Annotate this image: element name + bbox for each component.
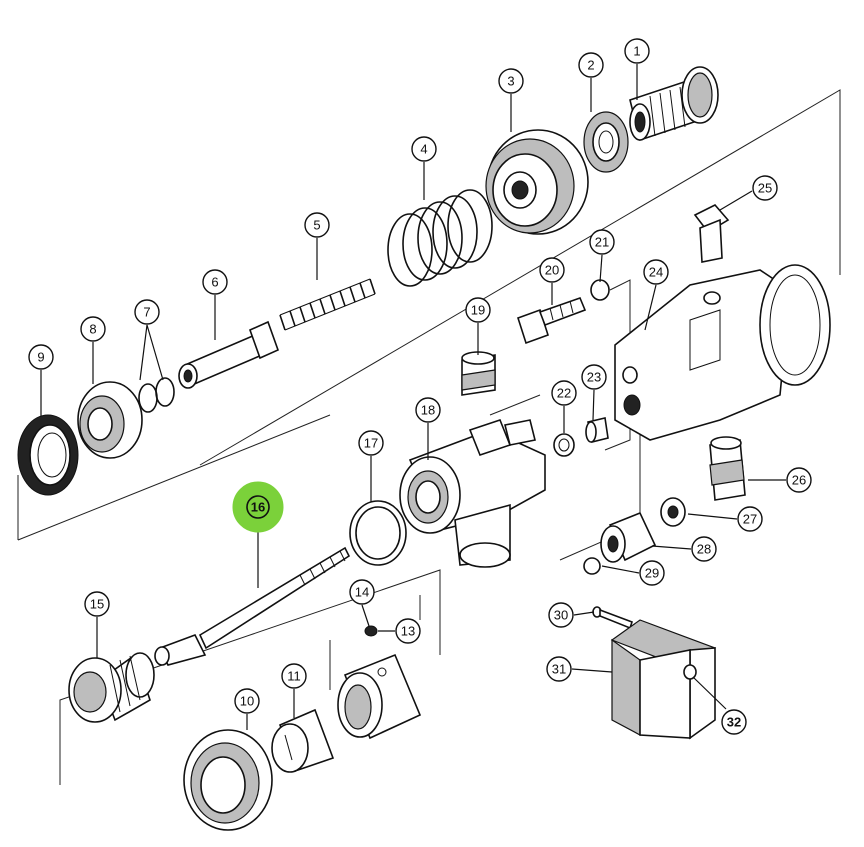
callout-8: 8 <box>80 316 106 342</box>
callout-label: 8 <box>89 322 96 337</box>
part-26-fitting <box>709 436 746 501</box>
callout-29: 29 <box>639 560 665 586</box>
callout-18: 18 <box>415 397 441 423</box>
callout-label: 22 <box>557 386 571 401</box>
callout-label: 3 <box>507 74 514 89</box>
part-7-o-rings <box>138 377 175 413</box>
callout-label: 1 <box>633 44 640 59</box>
part-11-bushing <box>271 708 335 773</box>
part-17-gasket <box>349 500 407 566</box>
callout-16-highlighted: 16 <box>232 481 284 533</box>
callout-32: 32 <box>721 709 747 735</box>
callout-label: 25 <box>758 181 772 196</box>
part-31-bracket <box>610 619 717 740</box>
callout-3: 3 <box>498 68 524 94</box>
part-10-cap-nut <box>183 729 273 831</box>
part-24-head <box>614 264 831 441</box>
callout-22: 22 <box>551 380 577 406</box>
part-1-knurled-fitting <box>629 66 719 142</box>
part-3-knurled-cap <box>485 129 589 235</box>
callout-21: 21 <box>589 229 615 255</box>
part-29-o-ring <box>583 557 601 575</box>
callout-label: 30 <box>554 608 568 623</box>
callout-label: 9 <box>37 350 44 365</box>
callout-label: 24 <box>649 265 663 280</box>
part-14-sleeve <box>337 653 422 740</box>
part-30-screw <box>592 606 634 630</box>
part-25-bolt <box>693 204 730 263</box>
callout-23: 23 <box>581 364 607 390</box>
part-28-adapter <box>600 511 657 563</box>
callout-7: 7 <box>134 299 160 325</box>
callout-label: 31 <box>552 662 566 677</box>
callout-6: 6 <box>202 269 228 295</box>
part-15-valve-assembly <box>68 652 155 723</box>
part-27-nut <box>660 497 686 527</box>
callout-label: 15 <box>90 597 104 612</box>
callout-label: 23 <box>587 370 601 385</box>
callout-17: 17 <box>358 430 384 456</box>
callout-28: 28 <box>691 536 717 562</box>
callout-label: 14 <box>355 585 369 600</box>
callout-19: 19 <box>465 297 491 323</box>
part-8-seat <box>77 381 143 459</box>
part-4-large-spring <box>387 189 493 287</box>
part-5-small-spring <box>279 278 376 331</box>
callout-27: 27 <box>737 506 763 532</box>
callout-label: 32 <box>727 715 741 730</box>
callout-30: 30 <box>548 602 574 628</box>
callout-label: 19 <box>471 303 485 318</box>
callout-2: 2 <box>578 52 604 78</box>
part-6-valve-stem <box>178 320 280 389</box>
callout-label: 4 <box>420 142 427 157</box>
callout-label: 11 <box>287 669 301 684</box>
callout-label: 5 <box>313 218 320 233</box>
callout-9: 9 <box>28 344 54 370</box>
callout-label: 7 <box>143 305 150 320</box>
part-19-fitting <box>461 351 496 396</box>
part-22-washer <box>553 433 575 457</box>
callout-label: 10 <box>240 694 254 709</box>
part-23-bushing <box>585 417 609 443</box>
callout-14: 14 <box>349 579 375 605</box>
callout-label: 28 <box>697 542 711 557</box>
callout-24: 24 <box>643 259 669 285</box>
part-16-needle <box>154 546 351 666</box>
callout-31: 31 <box>546 656 572 682</box>
callout-label: 21 <box>595 235 609 250</box>
part-18-body <box>399 419 546 568</box>
part-13-set-screw <box>364 625 378 637</box>
callout-label: 2 <box>587 58 594 73</box>
callout-11: 11 <box>281 663 307 689</box>
part-9-ring <box>17 414 79 496</box>
callout-26: 26 <box>786 467 812 493</box>
callout-4: 4 <box>411 136 437 162</box>
leader-lines <box>40 64 786 730</box>
callout-label: 27 <box>743 512 757 527</box>
callout-label: 13 <box>401 624 415 639</box>
callout-25: 25 <box>752 175 778 201</box>
callout-label: 18 <box>421 403 435 418</box>
part-21-lock-washer <box>590 279 610 301</box>
part-2-knurled-washer <box>583 111 629 173</box>
callout-10: 10 <box>234 688 260 714</box>
part-32-nut <box>683 664 697 680</box>
callout-label: 26 <box>792 473 806 488</box>
callout-label: 6 <box>211 275 218 290</box>
callouts: 1 2 3 4 5 6 7 8 <box>28 38 812 735</box>
callout-1: 1 <box>624 38 650 64</box>
part-20-bolt <box>517 296 587 345</box>
callout-15: 15 <box>84 591 110 617</box>
callout-label: 29 <box>645 566 659 581</box>
callout-13: 13 <box>395 618 421 644</box>
callout-label: 16 <box>251 500 265 515</box>
callout-label: 20 <box>545 263 559 278</box>
callout-20: 20 <box>539 257 565 283</box>
callout-5: 5 <box>304 212 330 238</box>
callout-label: 17 <box>364 436 378 451</box>
